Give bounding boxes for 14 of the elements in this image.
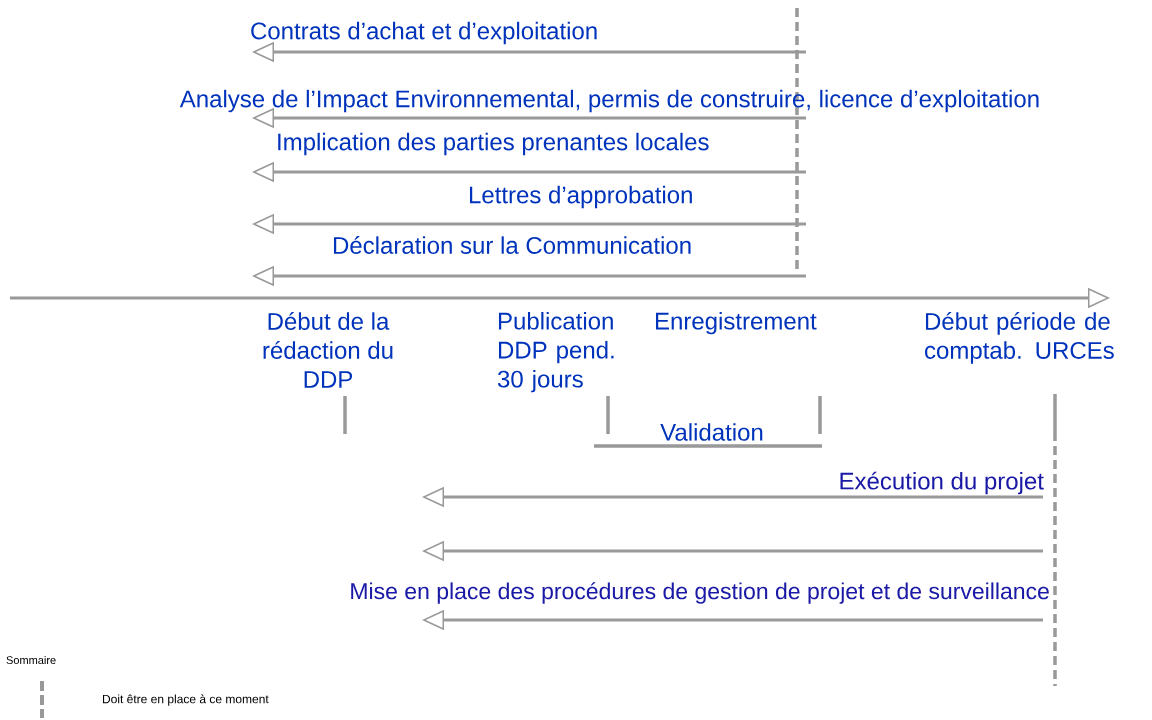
legend-text: Doit être en place à ce moment <box>103 694 269 706</box>
timeline-label: Exécution du projet <box>840 471 1044 495</box>
phase-label: Validation <box>660 423 763 441</box>
timeline-label: Début de la rédaction du DDP <box>263 312 393 388</box>
timeline-label: Implication des parties prenantes locales <box>278 132 709 156</box>
timeline-label: Contrats d’achat et d’exploitation <box>251 21 597 45</box>
timeline-label: Déclaration sur la Communication <box>334 236 691 254</box>
timeline-label: Début période de comptab. URCEs <box>925 312 1114 364</box>
timeline-label: Publication DDP pend. 30 jours <box>497 312 614 393</box>
timeline-label: Enregistrement <box>656 312 817 335</box>
legend-title: Sommaire <box>6 655 56 665</box>
timeline-label: Analyse de l’Impact Environnemental, permis de construire, licence d’exploitation <box>179 89 1039 113</box>
timeline-label: Mise en place des procédures de gestion de projet et de surveillance <box>351 582 1049 604</box>
timeline-label: Lettres d’approbation <box>470 185 692 209</box>
